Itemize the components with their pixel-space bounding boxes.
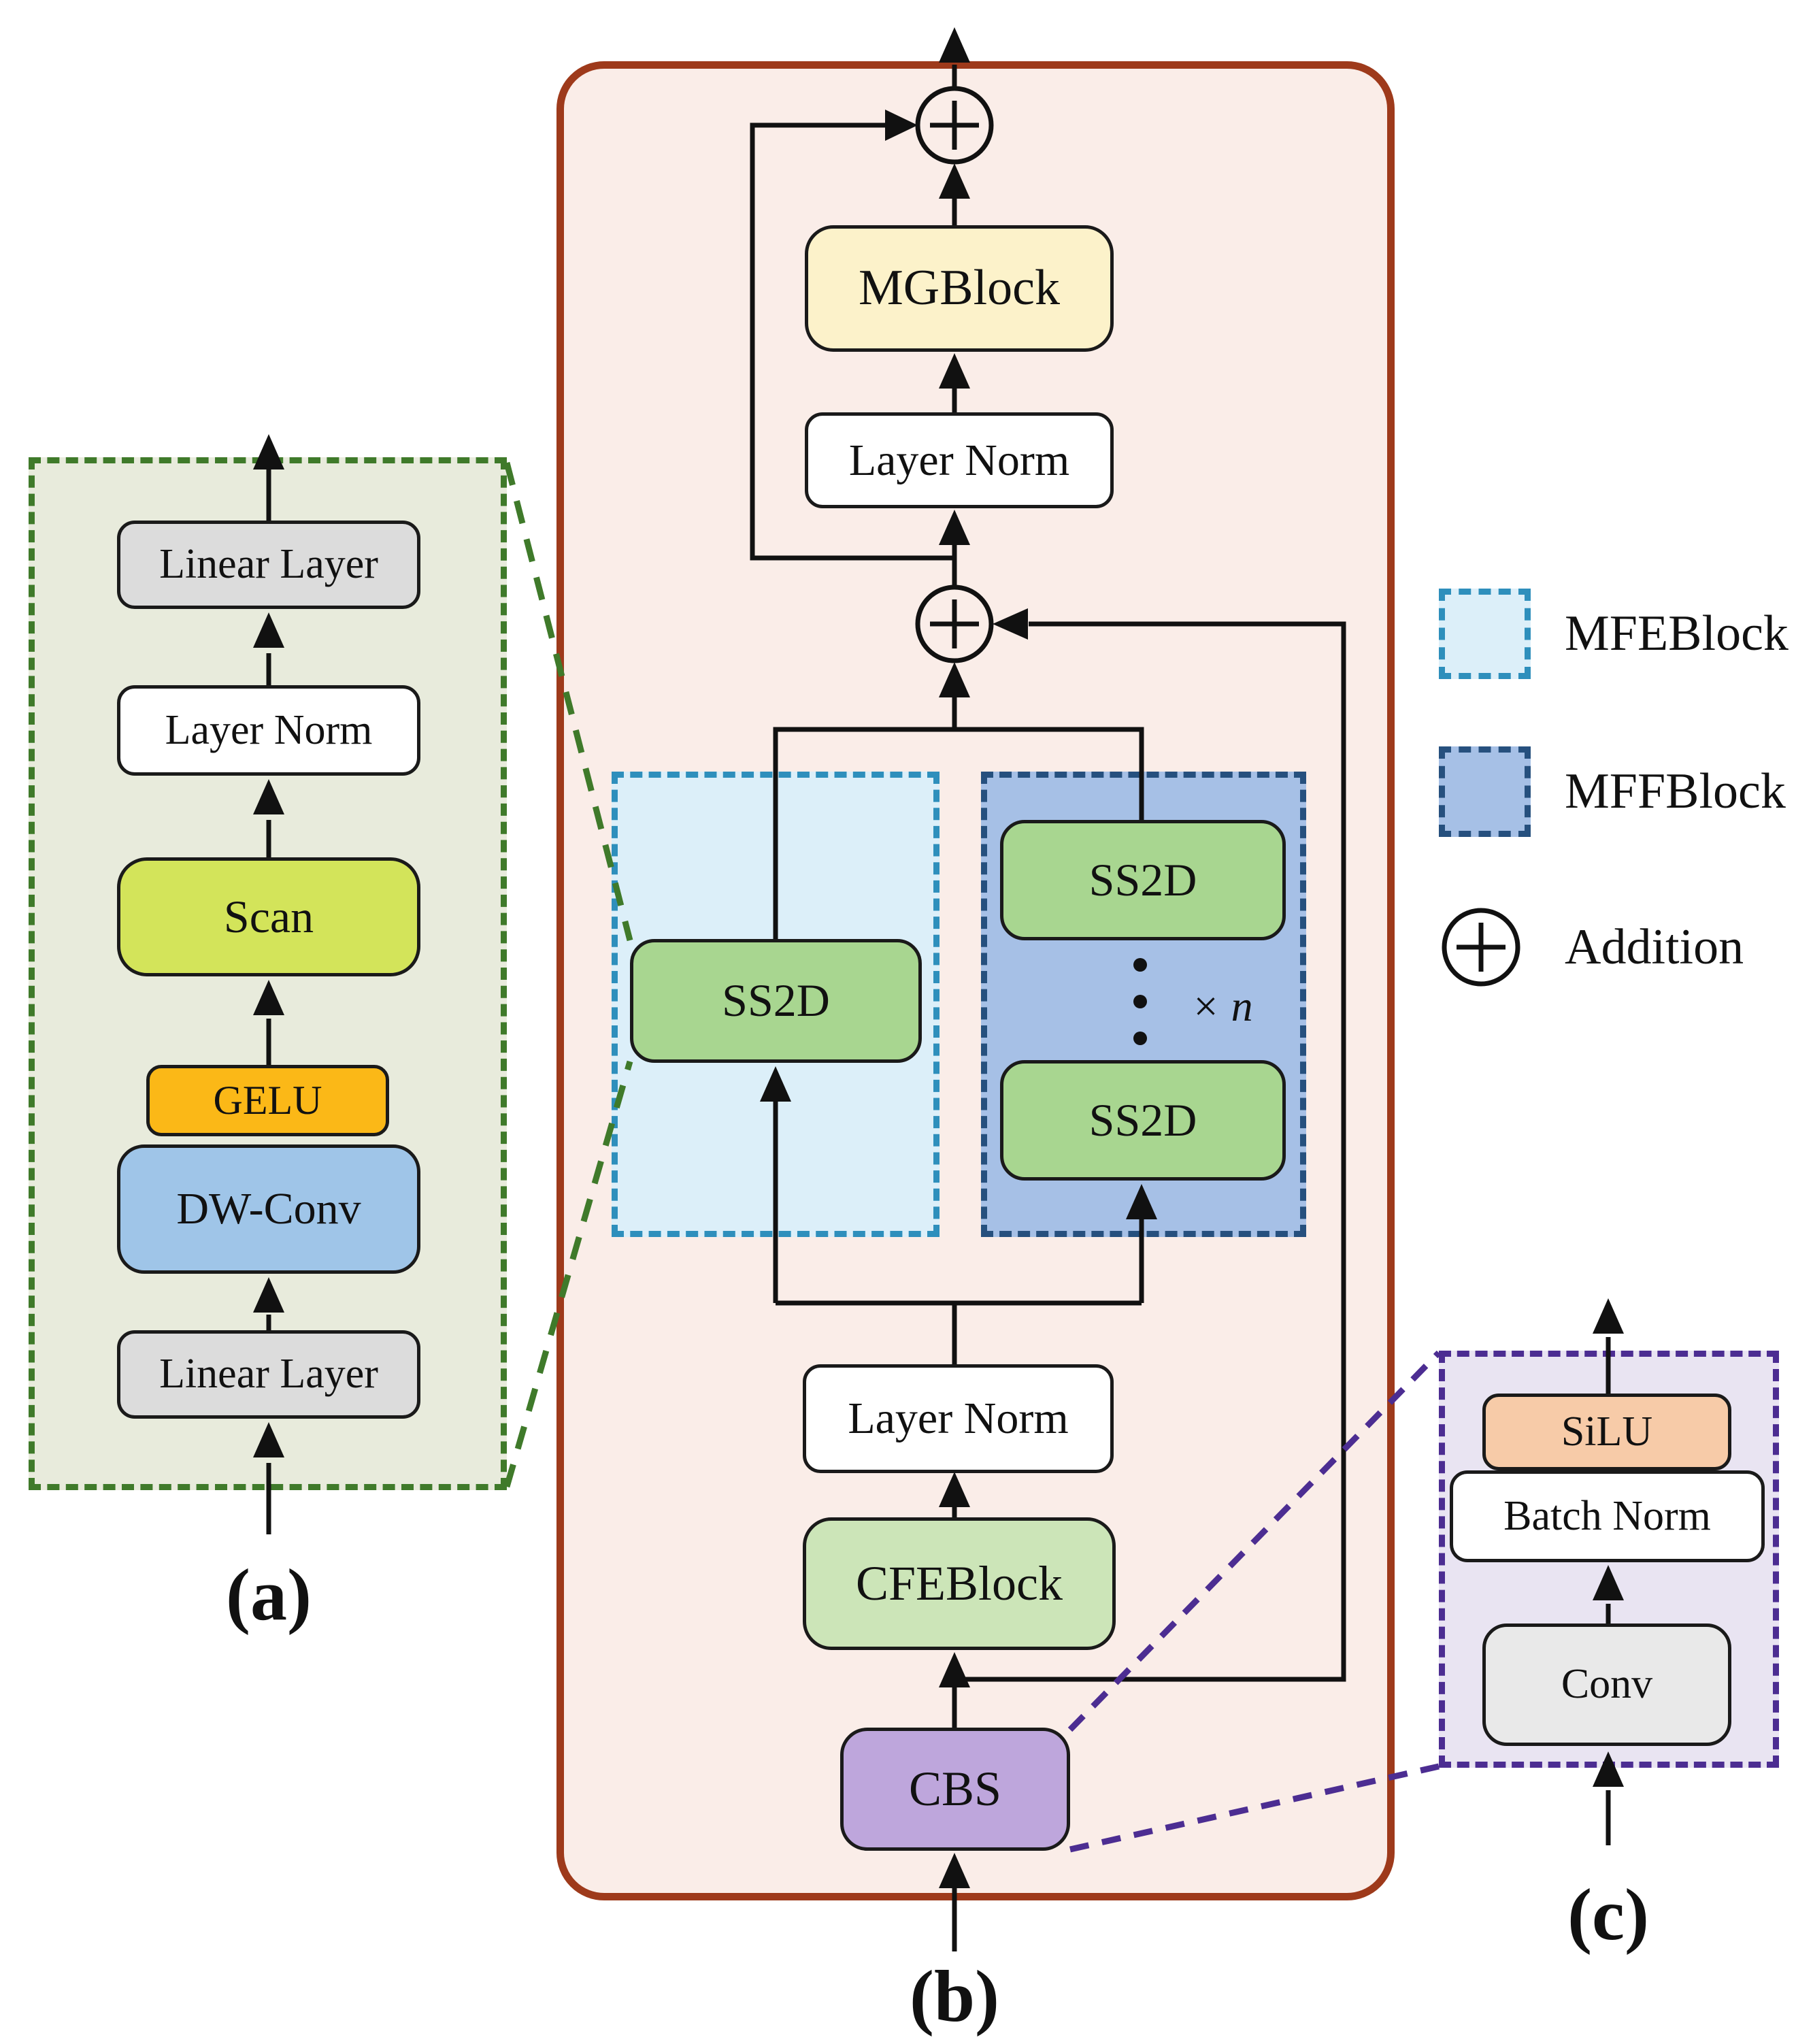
panel-a-label: (a)	[226, 1555, 312, 1636]
a-dw-conv: DW-Conv	[117, 1144, 420, 1274]
a-scan-in-arrowhead	[253, 980, 284, 1015]
a-linear-layer-top: Linear Layer	[117, 521, 420, 609]
callout-c-bottom-line	[1069, 1763, 1440, 1853]
a-dw-in-arrowhead	[253, 1277, 284, 1313]
mff-swatch	[1439, 746, 1531, 837]
branch-top-connector	[773, 727, 1144, 939]
callout-a-top-line	[503, 461, 633, 942]
c-bn-in-arrowhead	[1593, 1565, 1624, 1600]
legend-label-mfeblock: MFEBlock	[1565, 605, 1789, 661]
cbs-block: CBS	[840, 1728, 1070, 1851]
mgblock: MGBlock	[805, 225, 1114, 352]
ss2d-mff-bottom: SS2D	[1000, 1060, 1286, 1181]
ss2d-mfe-arrowhead	[760, 1066, 791, 1102]
a-output-arrowhead	[253, 434, 284, 469]
cfeblock: CFEBlock	[803, 1517, 1116, 1650]
addition-icon	[1442, 908, 1520, 987]
legend-label-addition: Addition	[1565, 919, 1744, 975]
skip-right-arrowhead	[993, 608, 1028, 640]
adder-top-icon	[915, 86, 994, 165]
residual-skip-left	[750, 122, 954, 561]
adder-top-arrowhead	[939, 163, 970, 199]
b-output-arrowhead	[939, 27, 970, 63]
c-batch-norm: Batch Norm	[1450, 1470, 1765, 1562]
a-gelu: GELU	[146, 1065, 389, 1136]
adder-mid-arrowhead	[939, 662, 970, 697]
cbs-in-arrowhead	[939, 1853, 970, 1888]
mg-in-arrowhead	[939, 353, 970, 389]
ln-top-in-arrowhead	[939, 510, 970, 545]
c-silu: SiLU	[1482, 1394, 1731, 1470]
panel-c-label: (c)	[1567, 1875, 1649, 1956]
legend-label-mffblock: MFFBlock	[1565, 763, 1786, 819]
repeat-dots-icon	[1133, 958, 1147, 1045]
c-output-arrowhead	[1593, 1298, 1624, 1334]
ss2d-mfe: SS2D	[630, 939, 922, 1063]
residual-skip-right	[954, 621, 1346, 1682]
repeat-count-label: × n	[1191, 982, 1253, 1030]
ss2d-mff-top: SS2D	[1000, 820, 1286, 940]
a-layer-norm: Layer Norm	[117, 685, 420, 776]
cfe-in-arrowhead	[939, 1652, 970, 1687]
panel-b-label: (b)	[910, 1956, 999, 2037]
a-ll1-in-arrowhead	[253, 612, 284, 648]
c-conv: Conv	[1482, 1623, 1731, 1746]
layer-norm-bottom: Layer Norm	[803, 1364, 1114, 1473]
a-scan: Scan	[117, 857, 420, 976]
callout-c-top-line	[1067, 1350, 1442, 1732]
lnb-in-arrowhead	[939, 1472, 970, 1507]
a-ll2-in-arrowhead	[253, 1422, 284, 1457]
adder-mid-icon	[915, 584, 994, 663]
a-ln-in-arrowhead	[253, 779, 284, 814]
ss2d-mff-arrowhead	[1126, 1184, 1157, 1219]
layer-norm-top: Layer Norm	[805, 412, 1114, 508]
callout-a-bottom-line	[503, 1060, 633, 1488]
a-linear-layer-bottom: Linear Layer	[117, 1330, 420, 1419]
mfe-swatch	[1439, 589, 1531, 679]
skip-left-arrowhead	[885, 110, 918, 141]
c-conv-in-arrowhead	[1593, 1751, 1624, 1787]
